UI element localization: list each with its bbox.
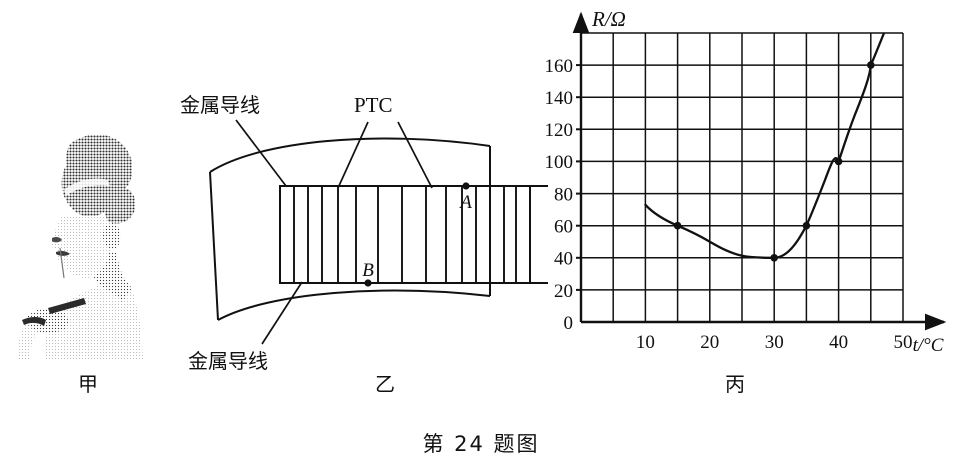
- ptc-duct-schematic: A B 金属导线 PTC 金属导线: [180, 93, 548, 370]
- duct-top-arc: [209, 137, 491, 173]
- label-point-a: A: [458, 192, 472, 213]
- duct-bottom-arc: [217, 289, 491, 321]
- rt-curve: [644, 33, 886, 259]
- hand-shape: [26, 308, 68, 333]
- chart-gridlines-vertical: [612, 33, 904, 322]
- x-tick-label: 50: [894, 332, 913, 353]
- x-tick-label: 10: [636, 332, 655, 353]
- leader-line-ptc-1: [337, 121, 369, 189]
- data-point: [673, 221, 682, 230]
- leader-line-wire-top: [235, 119, 287, 187]
- y-tick-label: 100: [545, 152, 574, 173]
- y-tick-label: 120: [545, 120, 574, 141]
- x-tick-labels: 10 20 30 40 50: [636, 332, 913, 353]
- y-tick-marks: [576, 64, 581, 291]
- sub-caption-yi: 乙: [375, 372, 395, 396]
- data-point: [770, 253, 778, 262]
- lips-shadow: [56, 250, 70, 256]
- fingers-shadow: [22, 317, 46, 326]
- chart-data-points: [673, 61, 875, 262]
- photo-person-hairdryer-illustration: [17, 134, 143, 360]
- sub-caption-jia: 甲: [78, 372, 98, 396]
- ear-shape: [103, 223, 121, 249]
- terminal-point-a: [462, 182, 470, 190]
- face-shape: [51, 216, 111, 278]
- ptc-block-outline: [279, 185, 531, 284]
- y-tick-label: 0: [564, 313, 574, 334]
- handheld-device: [48, 298, 86, 314]
- panel-photo-person: [0, 120, 150, 360]
- earring-strand: [59, 247, 65, 279]
- leader-line-wire-bottom: [261, 281, 303, 345]
- leader-line-ptc-2: [397, 121, 433, 189]
- nose-shadow: [52, 236, 62, 243]
- y-tick-label: 140: [545, 88, 574, 109]
- y-tick-label: 80: [554, 185, 573, 206]
- data-point: [834, 157, 843, 166]
- duct-left-edge: [209, 171, 219, 321]
- label-point-b: B: [362, 260, 374, 281]
- y-tick-label: 20: [554, 281, 573, 302]
- y-tick-label: 40: [554, 249, 573, 270]
- x-tick-label: 30: [765, 332, 784, 353]
- chart-series-group: [644, 33, 886, 259]
- panel-rt-graph: 160 140 120 100 80 60 40 20 0 10 20 30 4…: [540, 0, 962, 365]
- label-metal-wire-bottom: 金属导线: [188, 349, 268, 370]
- y-axis-label: R/Ω: [591, 7, 626, 31]
- y-tick-label: 60: [554, 217, 573, 238]
- y-tick-labels: 160 140 120 100 80 60 40 20 0: [545, 56, 574, 334]
- label-metal-wire-top: 金属导线: [180, 93, 260, 117]
- data-point: [802, 221, 811, 230]
- label-ptc: PTC: [354, 93, 393, 117]
- x-tick-label: 20: [700, 332, 719, 353]
- headband-highlight: [64, 178, 110, 196]
- sub-caption-bing: 丙: [725, 372, 745, 396]
- ptc-fin-group: [293, 186, 517, 283]
- data-point: [867, 61, 875, 69]
- resistance-temperature-chart: 160 140 120 100 80 60 40 20 0 10 20 30 4…: [545, 7, 947, 356]
- y-tick-label: 160: [545, 56, 574, 77]
- x-axis-label: t/°C: [913, 335, 944, 356]
- figure-caption: 第 24 题图: [422, 432, 540, 456]
- panel-ptc-duct: A B 金属导线 PTC 金属导线: [170, 80, 550, 370]
- terminal-point-b: [364, 279, 372, 287]
- x-tick-label: 40: [829, 332, 848, 353]
